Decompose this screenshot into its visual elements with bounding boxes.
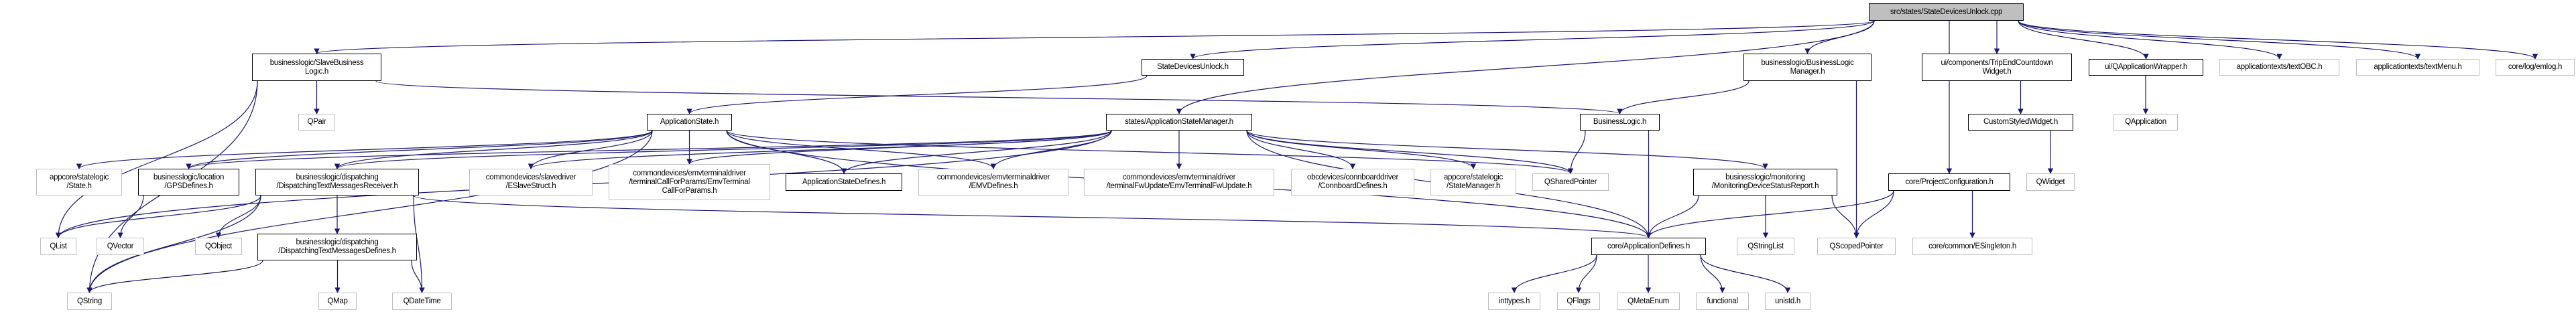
node-asm[interactable]: states/ApplicationStateManager.h — [1106, 114, 1252, 131]
edge-appdefs-to-qflags — [1575, 254, 1597, 293]
edge-appdefs-to-unistd — [1700, 254, 1791, 293]
node-csw[interactable]: CustomStyledWidget.h — [1968, 114, 2073, 131]
node-qaw[interactable]: ui/QApplicationWrapper.h — [2089, 59, 2203, 76]
edge-asm-to-qshared — [1246, 130, 1574, 174]
node-appstate[interactable]: ApplicationState.h — [647, 114, 732, 131]
edge-src-to-blm — [1804, 20, 1875, 54]
node-appdefs[interactable]: core/ApplicationDefines.h — [1591, 238, 1706, 255]
node-emlog[interactable]: core/log/emlog.h — [2496, 59, 2575, 76]
node-qapp[interactable]: QApplication — [2113, 114, 2178, 131]
edge-appstate-to-qshared — [726, 130, 1573, 174]
node-textobc[interactable]: applicationtexts/textOBC.h — [2219, 59, 2339, 76]
node-emvdefs[interactable]: commondevices/emvterminaldriver /EMVDefi… — [918, 169, 1068, 195]
edge-dtmd-to-qstring — [86, 260, 263, 293]
edge-slavebl-to-qlist — [55, 80, 258, 238]
edge-dtmr-to-qdatetime — [413, 195, 425, 293]
node-qobject[interactable]: QObject — [195, 238, 242, 255]
edge-appstate-to-qstring — [86, 130, 653, 293]
node-qlist[interactable]: QList — [40, 238, 76, 255]
node-connboard[interactable]: obcdevices/connboarddriver /ConnboardDef… — [1291, 169, 1414, 195]
edge-src-to-qaw — [2018, 20, 2149, 60]
edge-asm-to-eslave — [528, 130, 1112, 169]
node-esingleton[interactable]: core/common/ESingleton.h — [1912, 238, 2032, 255]
node-unistd[interactable]: unistd.h — [1765, 293, 1811, 310]
edge-projconf-to-appdefs — [1646, 190, 1894, 238]
edge-dtmd-to-qdatetime — [411, 260, 425, 293]
edge-src-to-textmenu — [2018, 20, 2421, 60]
edge-asm-to-callparams — [686, 130, 1112, 165]
edge-asm-to-asdefs — [841, 130, 1112, 174]
edge-monitor-to-qscoped — [1831, 195, 1859, 238]
edge-dtmr-to-qstring — [86, 195, 261, 293]
edge-blm-to-bl — [1617, 80, 1750, 114]
node-qstringlist[interactable]: QStringList — [1737, 238, 1794, 255]
edge-asm-to-dtmr — [334, 130, 1112, 169]
node-gps[interactable]: businesslogic/location /GPSDefines.h — [138, 169, 239, 195]
node-qpair[interactable]: QPair — [298, 114, 335, 131]
edge-src-to-emlog — [2018, 20, 2538, 60]
edge-appstate-to-state — [76, 130, 653, 169]
node-slavebl[interactable]: businesslogic/SlaveBusiness Logic.h — [252, 54, 381, 81]
node-state[interactable]: appcore/statelogic /State.h — [36, 169, 122, 195]
edge-sduh-to-appstate — [686, 75, 1148, 114]
node-textmenu[interactable]: applicationtexts/textMenu.h — [2356, 59, 2479, 76]
node-qmap[interactable]: QMap — [318, 293, 357, 310]
edge-appstate-to-gps — [186, 130, 653, 169]
edge-asm-to-connboard — [1246, 130, 1356, 169]
edge-src-to-sduh — [1190, 20, 1875, 60]
edge-appstate-to-eslave — [528, 130, 653, 169]
edge-src-to-textobc — [2018, 20, 2282, 60]
edge-src-to-slavebl — [314, 20, 1875, 54]
node-qstring[interactable]: QString — [67, 293, 112, 310]
edge-bl-to-qshared — [1567, 130, 1586, 174]
edge-dtmr-to-appdefs — [413, 195, 1652, 238]
edge-dtmr-to-qlist — [55, 195, 261, 238]
edge-projconf-to-qscoped — [1853, 190, 1894, 238]
node-qwidget[interactable]: QWidget — [2026, 173, 2075, 191]
node-functional[interactable]: functional — [1696, 293, 1749, 310]
node-qmetaenum[interactable]: QMetaEnum — [1617, 293, 1680, 310]
edge-appdefs-to-inttypes — [1511, 254, 1597, 293]
node-blm[interactable]: businesslogic/BusinessLogic Manager.h — [1743, 54, 1872, 81]
node-asdefs[interactable]: ApplicationStateDefines.h — [786, 173, 902, 191]
edge-appstate-to-dtmr — [334, 130, 653, 169]
node-dtmr[interactable]: businesslogic/dispatching /DispatchingTe… — [255, 169, 419, 195]
edge-dtmr-to-qobject — [215, 195, 261, 238]
edge-asm-to-statemgr — [1246, 130, 1477, 169]
edge-slavebl-to-bl — [375, 80, 1623, 114]
edge-appdefs-to-functional — [1700, 254, 1725, 293]
node-qflags[interactable]: QFlags — [1557, 293, 1600, 310]
node-dtmd[interactable]: businesslogic/dispatching /DispatchingTe… — [257, 234, 417, 260]
edge-gps-to-qvector — [117, 195, 144, 238]
node-projconf[interactable]: core/ProjectConfiguration.h — [1888, 173, 2010, 191]
node-src[interactable]: src/states/StateDevicesUnlock.cpp — [1869, 3, 2024, 21]
node-qshared[interactable]: QSharedPointer — [1532, 173, 1609, 191]
node-trip[interactable]: ui/components/TripEndCountdown Widget.h — [1922, 54, 2072, 81]
node-fwupdate[interactable]: commondevices/emvterminaldriver /termina… — [1084, 169, 1274, 195]
node-statemgr[interactable]: appcore/statelogic /StateManager.h — [1430, 169, 1516, 195]
node-qvector[interactable]: QVector — [97, 238, 144, 255]
node-inttypes[interactable]: inttypes.h — [1488, 293, 1540, 310]
node-qdatetime[interactable]: QDateTime — [392, 293, 452, 310]
node-bl[interactable]: BusinessLogic.h — [1580, 114, 1660, 131]
node-callparams[interactable]: commondevices/emvterminaldriver /termina… — [609, 164, 770, 200]
edge-asm-to-gps — [186, 130, 1112, 169]
node-monitor[interactable]: businesslogic/monitoring /MonitoringDevi… — [1693, 169, 1837, 195]
edge-appstate-to-emvdefs — [726, 130, 997, 169]
edge-asm-to-monitor — [1246, 130, 1768, 169]
node-qscoped[interactable]: QScopedPointer — [1817, 238, 1896, 255]
edge-monitor-to-appdefs — [1646, 195, 1699, 238]
edge-src-to-asm — [1176, 20, 1875, 114]
node-sduh[interactable]: StateDevicesUnlock.h — [1142, 59, 1244, 76]
node-eslave[interactable]: commondevices/slavedriver /ESlaveStruct.… — [469, 169, 593, 195]
